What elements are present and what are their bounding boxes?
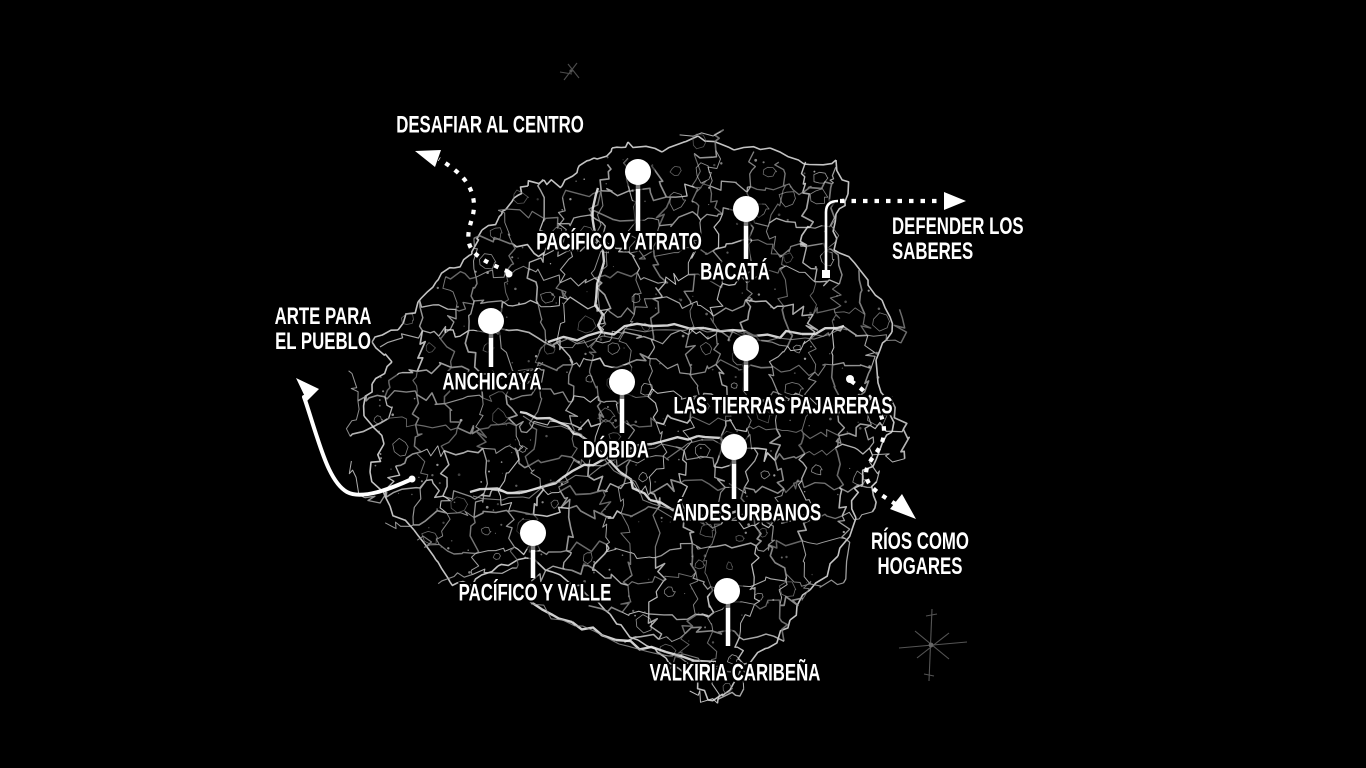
marker-label-anchicaya: ANCHICAYÁ bbox=[442, 368, 542, 396]
map-marker-anchicaya[interactable] bbox=[474, 304, 508, 367]
solid-arrow-icon bbox=[302, 395, 414, 497]
dashed-arrow-icon bbox=[437, 157, 510, 274]
marker-label-dobida: DÓBIDA bbox=[582, 436, 650, 464]
map-marker-pacifico-y-atrato[interactable] bbox=[621, 155, 655, 231]
arrow-origin-dot bbox=[822, 270, 830, 278]
marker-label-pacifico-y-valle: PACÍFICO Y VALLE bbox=[458, 579, 612, 607]
arrowhead-icon bbox=[296, 378, 319, 401]
map-marker-andes-urbanos[interactable] bbox=[717, 430, 751, 499]
map-marker-dobida[interactable] bbox=[605, 365, 639, 433]
annotation-line: EL PUEBLO bbox=[275, 328, 371, 355]
annotation-line: HOGARES bbox=[877, 553, 963, 580]
annotation-arrow-defender-los-saberes bbox=[822, 192, 966, 278]
map-marker-valkiria-caribena[interactable] bbox=[710, 574, 744, 646]
marker-label-andes-urbanos: ÁNDES URBANOS bbox=[672, 499, 822, 527]
arrowhead-icon bbox=[944, 192, 966, 210]
arrow-stem bbox=[824, 199, 839, 273]
north-arrow-icon bbox=[559, 62, 580, 81]
annotation-line: ARTE PARA bbox=[274, 303, 372, 330]
arrow-stem-casing bbox=[822, 197, 839, 273]
arrowhead-icon bbox=[890, 494, 916, 519]
annotation-label-desafiar-al-centro: DESAFIAR AL CENTRO bbox=[396, 111, 584, 139]
marker-label-valkiria-caribena: VALKIRIA CARIBEÑA bbox=[649, 659, 821, 687]
marker-label-pacifico-y-atrato: PACÍFICO Y ATRATO bbox=[536, 228, 702, 256]
annotation-arrow-arte-para-el-pueblo bbox=[296, 378, 416, 497]
map-marker-bacata[interactable] bbox=[729, 192, 763, 259]
annotation-line: SABERES bbox=[892, 238, 974, 265]
annotation-arrow-desafiar-al-centro bbox=[415, 150, 513, 278]
annotation-label-defender-los-saberes: DEFENDER LOS SABERES bbox=[892, 214, 1024, 264]
marker-label-bacata: BACATÁ bbox=[700, 258, 770, 286]
annotation-label-rios-como-hogares: RÍOS COMO HOGARES bbox=[871, 529, 969, 579]
arrowhead-icon bbox=[415, 150, 441, 167]
annotation-line: DEFENDER LOS bbox=[892, 213, 1024, 240]
annotation-label-arte-para-el-pueblo: ARTE PARA EL PUEBLO bbox=[275, 304, 372, 354]
annotation-line: RÍOS COMO bbox=[870, 528, 970, 555]
map-marker-pacifico-y-valle[interactable] bbox=[516, 516, 550, 578]
marker-label-las-tierras-pajareras: LAS TIERRAS PAJARERAS bbox=[673, 392, 893, 420]
compass-rose-icon bbox=[898, 608, 968, 682]
dashed-arrow-icon bbox=[849, 379, 899, 507]
map-marker-las-tierras-pajareras[interactable] bbox=[729, 331, 763, 391]
annotation-arrow-rios-como-hogares bbox=[846, 375, 916, 519]
